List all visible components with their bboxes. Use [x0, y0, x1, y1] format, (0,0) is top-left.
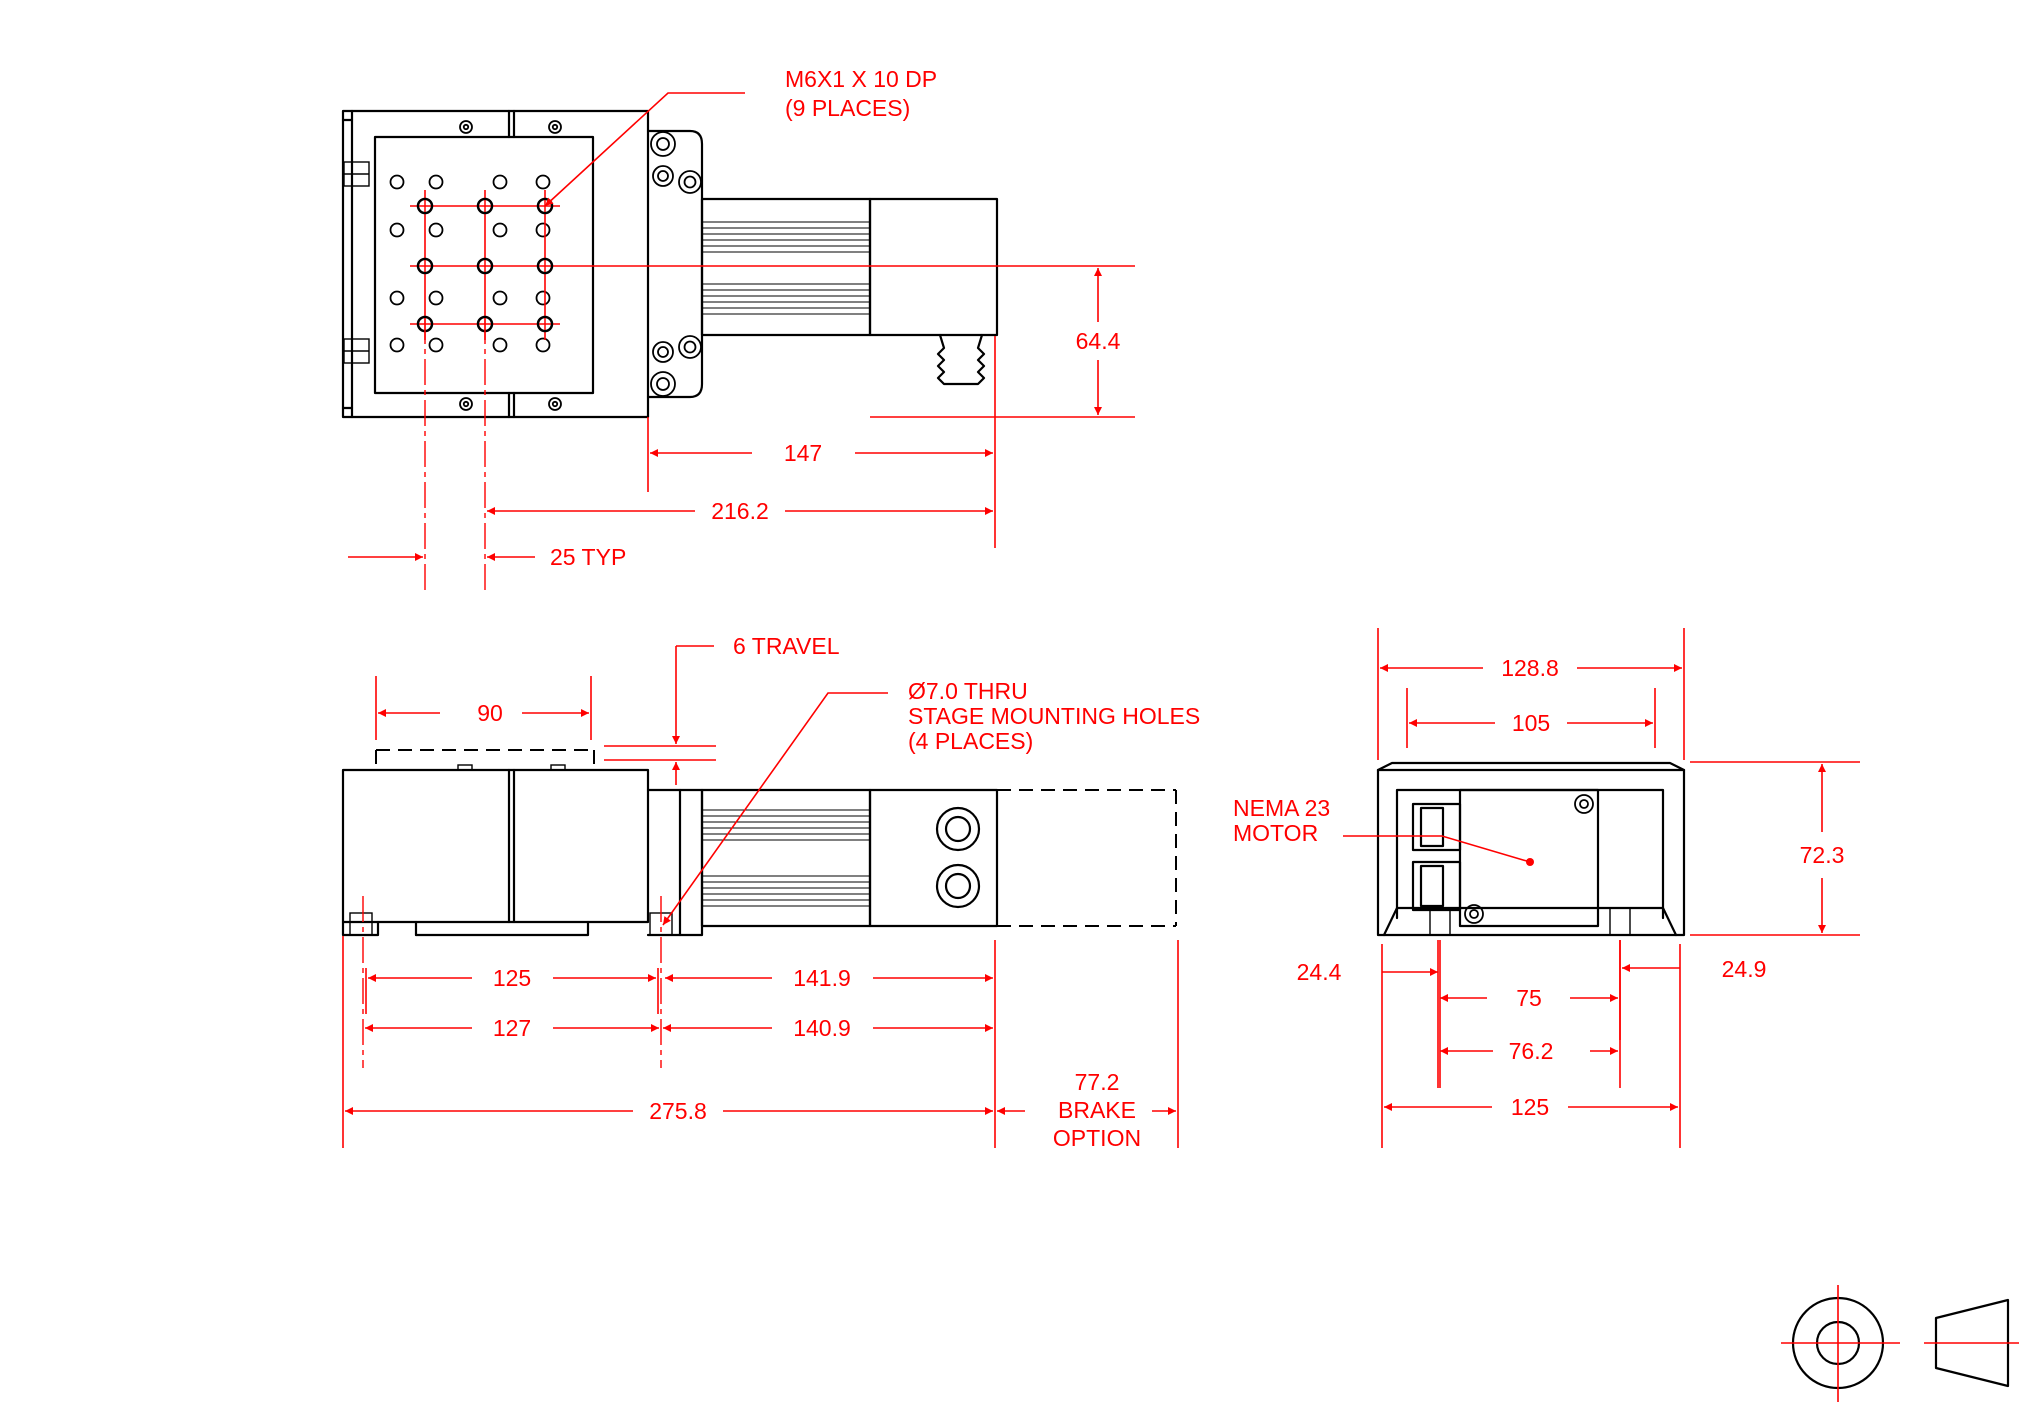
dim-brake-length: 77.2	[1075, 1069, 1120, 1095]
dim-end-105: 105	[1512, 710, 1550, 736]
top-view	[341, 92, 1135, 595]
thru-holes-callout: Ø7.0 THRU	[908, 678, 1028, 704]
dim-top-pitch: 25 TYP	[550, 544, 626, 570]
side-view	[341, 645, 1179, 1148]
dim-end-75: 75	[1516, 985, 1542, 1011]
dim-side-125: 125	[493, 965, 531, 991]
drawing-text: M6X1 X 10 DP (9 PLACES) 64.4 147 216.2 2…	[477, 66, 1844, 1151]
dim-side-127: 127	[493, 1015, 531, 1041]
dim-side-140-9: 140.9	[793, 1015, 851, 1041]
top-tapped-hole-grid	[410, 190, 560, 340]
top-stage-body	[341, 109, 650, 419]
thru-holes-count: (4 PLACES)	[908, 728, 1033, 754]
tapped-holes-callout: M6X1 X 10 DP	[785, 66, 937, 92]
motor-callout: NEMA 23	[1233, 795, 1330, 821]
brake-option-label: OPTION	[1053, 1125, 1141, 1151]
dim-end-24-9: 24.9	[1722, 956, 1767, 982]
end-view-dimensions	[1343, 628, 1860, 1148]
side-motor	[700, 788, 1177, 928]
travel-callout: 6 TRAVEL	[733, 633, 840, 659]
dim-side-overall: 275.8	[649, 1098, 707, 1124]
brake-label: BRAKE	[1058, 1097, 1136, 1123]
top-motor	[700, 197, 999, 386]
dim-end-24-4: 24.4	[1297, 959, 1342, 985]
motor-label: MOTOR	[1233, 820, 1318, 846]
dim-end-125: 125	[1511, 1094, 1549, 1120]
end-view	[1343, 628, 1860, 1148]
tapped-holes-count: (9 PLACES)	[785, 95, 910, 121]
third-angle-projection-icon	[1781, 1285, 2019, 1402]
thru-holes-description: STAGE MOUNTING HOLES	[908, 703, 1200, 729]
dim-side-90: 90	[477, 700, 503, 726]
end-stage-body	[1376, 761, 1686, 937]
dim-end-76-2: 76.2	[1509, 1038, 1554, 1064]
top-view-dimensions	[348, 92, 1135, 595]
dim-top-motor-length: 147	[784, 440, 822, 466]
dim-end-128-8: 128.8	[1501, 655, 1559, 681]
dim-side-141-9: 141.9	[793, 965, 851, 991]
top-motor-adapter	[646, 129, 704, 399]
side-stage-body	[341, 749, 704, 937]
dim-end-height: 72.3	[1800, 842, 1845, 868]
top-hole-pattern	[389, 174, 551, 353]
dim-top-overall: 216.2	[711, 498, 769, 524]
dim-top-height: 64.4	[1076, 328, 1121, 354]
side-view-dimensions	[342, 645, 1179, 1148]
